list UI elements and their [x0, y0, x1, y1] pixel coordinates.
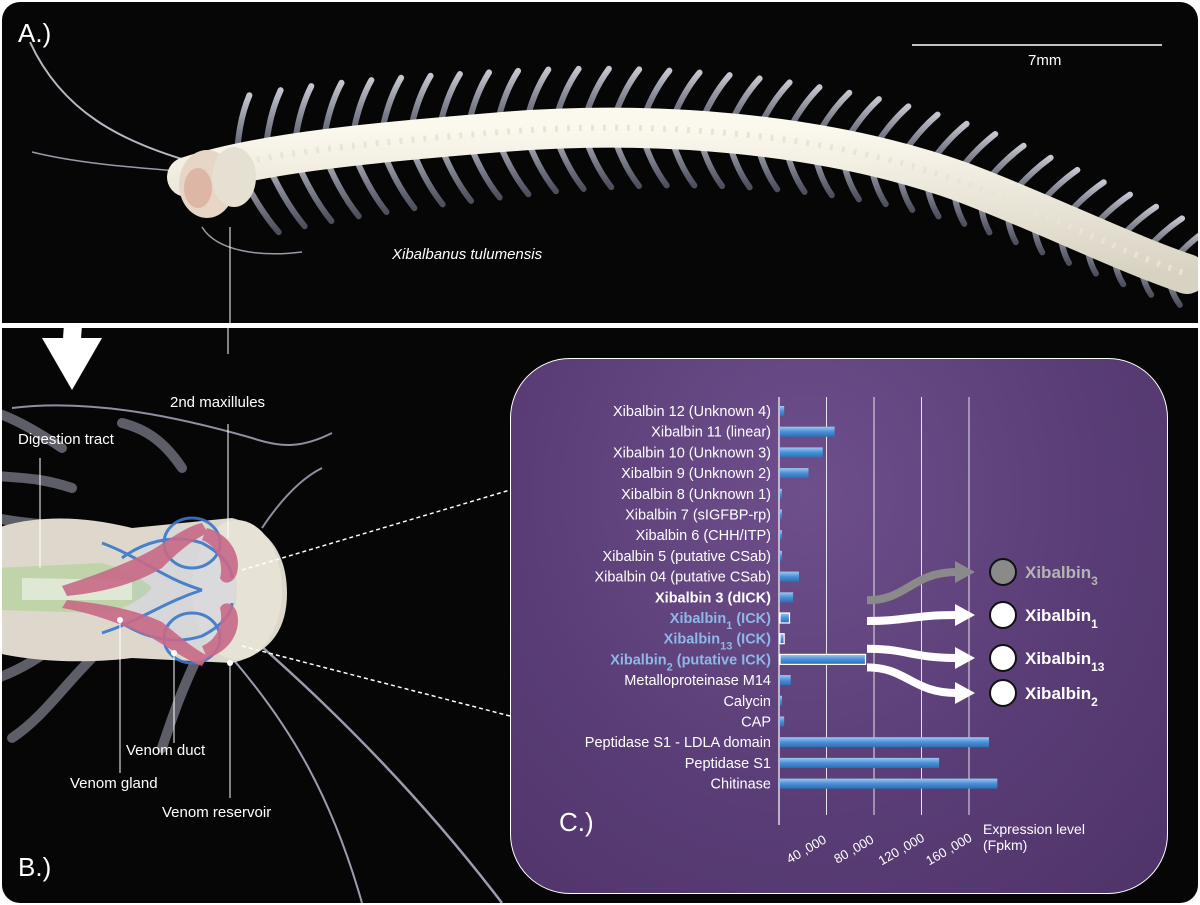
category-label: Xibalbin 7 (sIGFBP-rp)	[625, 508, 771, 524]
callout-arrowhead	[955, 682, 975, 704]
category-label: Xibalbin 12 (Unknown 4)	[613, 404, 771, 420]
category-label: Xibalbin 04 (putative CSab)	[594, 570, 771, 586]
callout-marker	[989, 679, 1017, 707]
category-label: Peptidase S1 - LDLA domain	[585, 735, 771, 751]
annotation-venom-reservoir: Venom reservoir	[162, 804, 272, 821]
bar	[780, 406, 785, 416]
category-label: Chitinase	[711, 777, 771, 793]
x-axis-label-unit: (Fpkm)	[983, 837, 1027, 853]
bar	[780, 778, 998, 789]
bar	[779, 633, 785, 645]
panel-a: A.) 7mm Xibalbanus tulumensis	[2, 2, 1198, 323]
callout-arrow	[866, 644, 958, 662]
callout-label: Xibalbin3	[1025, 563, 1098, 588]
category-label: Xibalbin 11 (linear)	[651, 425, 771, 441]
x-tick-label: 160 ,000	[923, 830, 974, 868]
callout-marker	[989, 601, 1017, 629]
callout-arrow	[866, 663, 958, 697]
bar	[780, 550, 782, 561]
callout-arrow	[866, 611, 958, 625]
bar	[780, 468, 809, 479]
category-label: Peptidase S1	[685, 756, 771, 772]
bar	[779, 653, 867, 665]
callout-label: Xibalbin2	[1025, 684, 1098, 709]
category-label: Calycin	[723, 694, 771, 710]
x-axis-label: Expression level	[983, 821, 1085, 837]
annotation-digestion-tract: Digestion tract	[18, 431, 114, 448]
panel-c-label: C.)	[559, 807, 594, 837]
category-label: Xibalbin1 (ICK)	[670, 611, 771, 632]
bar	[779, 612, 791, 624]
category-label: Xibalbin2 (putative ICK)	[610, 652, 771, 673]
annotation-venom-gland: Venom gland	[70, 775, 158, 792]
panel-b-label: B.)	[18, 852, 52, 882]
category-label: Xibalbin 6 (CHH/ITP)	[636, 528, 771, 544]
species-name: Xibalbanus tulumensis	[392, 246, 543, 263]
x-tick-label: 40 ,000	[784, 832, 829, 867]
bar	[780, 447, 823, 458]
callout-marker	[989, 558, 1017, 586]
category-label: Xibalbin 10 (Unknown 3)	[613, 445, 771, 461]
annotation-venom-duct: Venom duct	[126, 742, 206, 759]
category-label: Metalloproteinase M14	[624, 673, 771, 689]
category-label: Xibalbin 9 (Unknown 2)	[621, 466, 771, 482]
category-label: Xibalbin 3 (dICK)	[655, 590, 771, 606]
category-label: Xibalbin13 (ICK)	[664, 632, 771, 653]
category-label: Xibalbin 8 (Unknown 1)	[621, 487, 771, 503]
category-label: CAP	[741, 715, 771, 731]
centipede-illustration	[29, 41, 1198, 323]
bar	[780, 737, 989, 748]
callout-label: Xibalbin13	[1025, 649, 1105, 674]
bar	[780, 757, 940, 768]
bar	[780, 571, 799, 582]
callout-marker	[989, 644, 1017, 672]
callout-arrowhead	[955, 647, 975, 669]
bar	[780, 530, 782, 541]
annotation-maxillules: 2nd maxillules	[170, 394, 266, 411]
bar	[780, 488, 782, 499]
panel-a-label: A.)	[18, 18, 52, 48]
callout-label: Xibalbin1	[1025, 606, 1098, 631]
callout-arrow	[866, 568, 958, 605]
bar	[780, 426, 835, 437]
bar	[780, 675, 791, 686]
scale-bar-label: 7mm	[1028, 52, 1062, 69]
x-tick-label: 120 ,000	[876, 830, 927, 868]
bar	[780, 716, 785, 727]
x-tick-label: 80 ,000	[831, 832, 876, 867]
head-anatomy-illustration	[2, 328, 511, 903]
category-label: Xibalbin 5 (putative CSab)	[603, 549, 771, 565]
callout-arrowhead	[955, 604, 975, 626]
bar	[780, 695, 782, 706]
callout-arrowhead	[955, 561, 975, 583]
bar	[780, 509, 782, 520]
bar	[780, 592, 794, 603]
